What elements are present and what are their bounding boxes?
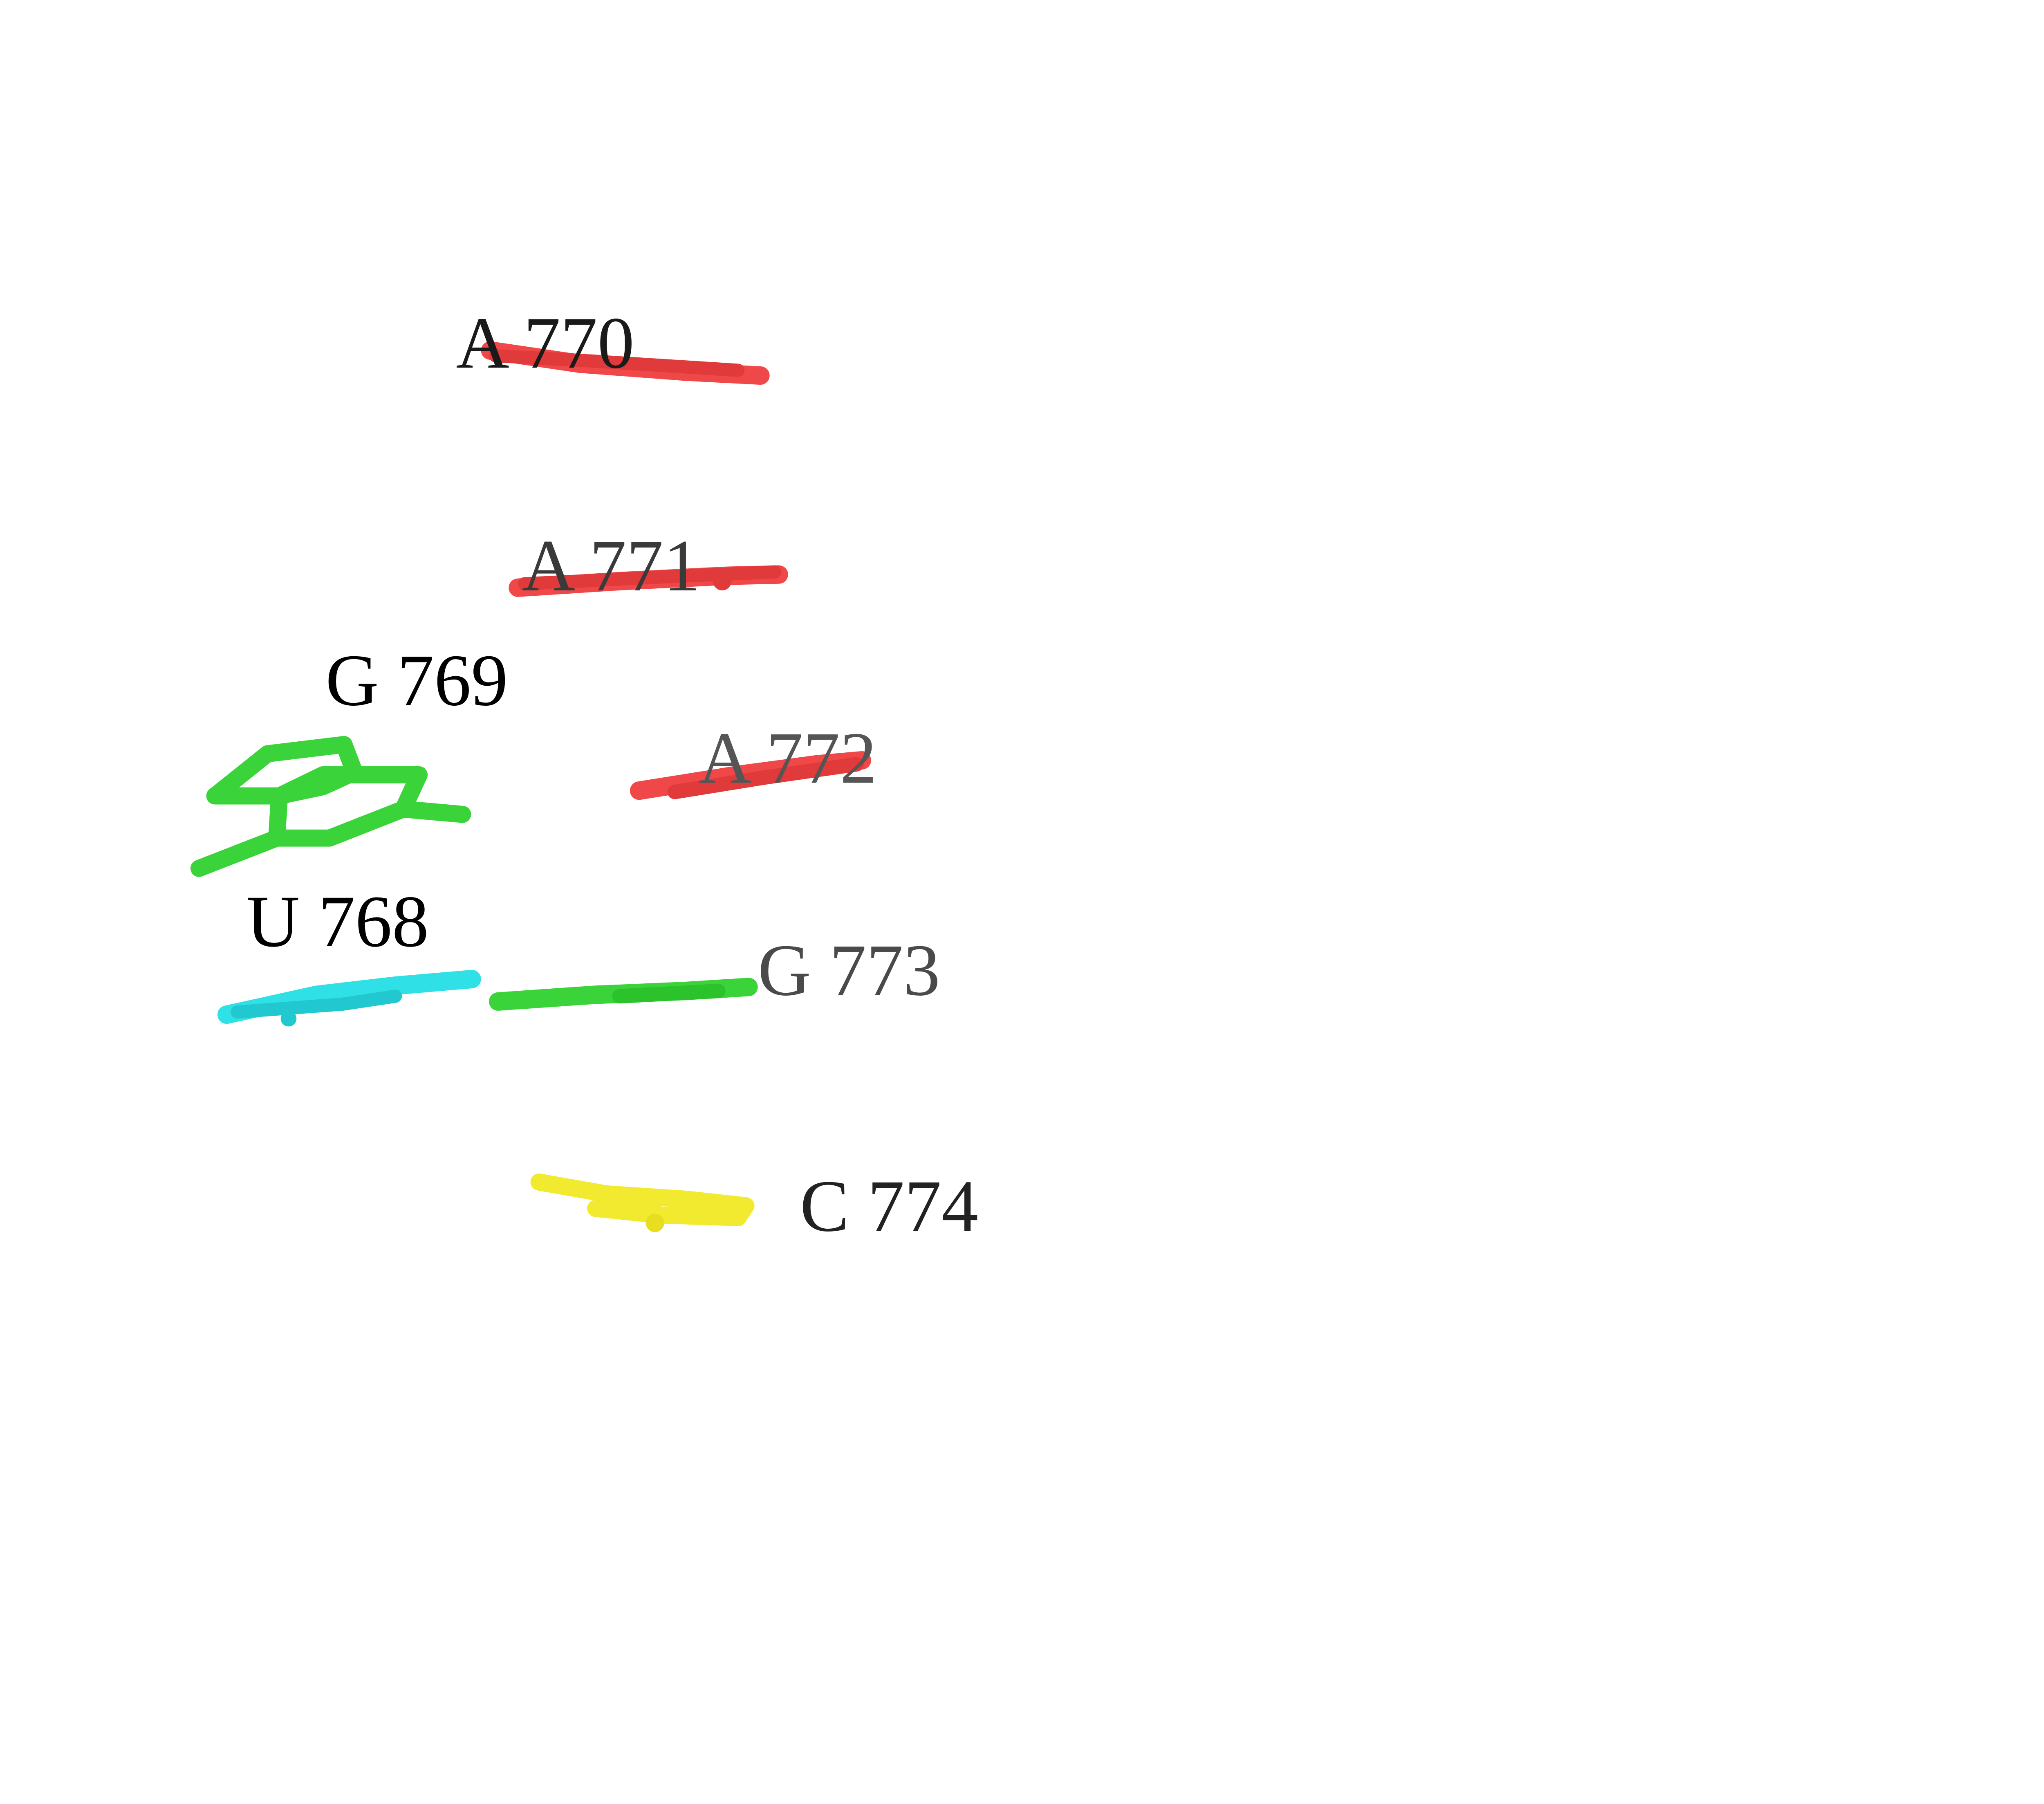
base-a772-edge — [667, 757, 864, 799]
base-u768-atom — [280, 1010, 297, 1027]
base-a772 — [630, 751, 871, 800]
base-g769-substituent-left — [190, 829, 285, 877]
base-a770-edge — [489, 349, 745, 377]
base-a771-atom — [713, 572, 732, 590]
base-g773-edge — [612, 983, 726, 1004]
base-a771 — [509, 565, 788, 597]
base-g769 — [190, 736, 471, 877]
base-c774-atom — [645, 1214, 664, 1232]
base-c774 — [530, 1173, 755, 1232]
base-u768-edge — [231, 990, 402, 1019]
label-u768: U 768 — [247, 881, 429, 963]
base-a771-edge — [518, 565, 782, 590]
label-g769: G 769 — [325, 639, 508, 721]
label-a771: A 771 — [522, 525, 700, 607]
base-g773 — [489, 978, 758, 1011]
base-u768 — [217, 969, 481, 1027]
label-c774: C 774 — [800, 1165, 978, 1247]
base-g769-substituent-right — [394, 800, 471, 823]
base-a770 — [481, 341, 770, 385]
label-g773: G 773 — [758, 929, 940, 1011]
label-a770: A 770 — [456, 302, 634, 384]
label-a772: A 772 — [699, 717, 877, 799]
base-c774-ring — [530, 1173, 755, 1226]
